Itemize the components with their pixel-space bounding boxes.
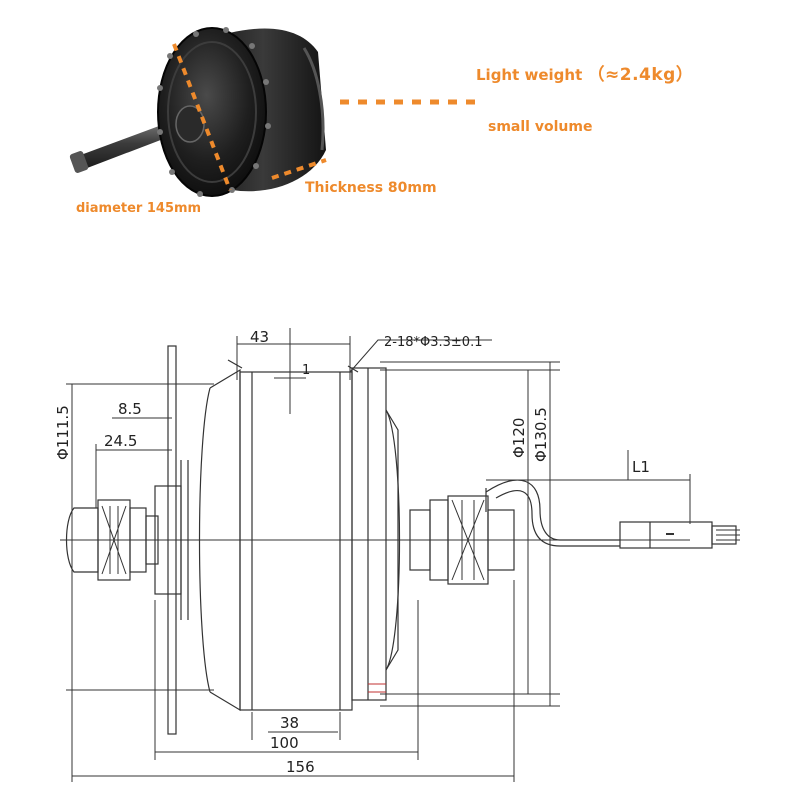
- diameter-label: diameter 145mm: [76, 201, 202, 216]
- dim-1-top: 1: [302, 363, 310, 378]
- dim-l1: L1: [632, 458, 650, 476]
- dim-130-5: Φ130.5: [532, 407, 550, 462]
- small-volume-label: small volume: [488, 119, 593, 135]
- light-weight-value: （≈2.4kg）: [587, 65, 694, 85]
- dim-38: 38: [280, 714, 299, 732]
- technical-drawing: [60, 328, 740, 782]
- brake-disc-plate: [167, 345, 177, 735]
- dim-holes: 2-18*Φ3.3±0.1: [384, 335, 482, 350]
- light-weight-label: Light weight （≈2.4kg）: [476, 60, 693, 85]
- thickness-label: Thickness 80mm: [305, 180, 437, 196]
- dim-111-5: Φ111.5: [54, 405, 72, 460]
- dim-43: 43: [250, 328, 269, 346]
- dim-120: Φ120: [510, 418, 528, 458]
- hub-shell: [239, 371, 353, 711]
- hub-motor-photo: [69, 27, 476, 197]
- dim-24-5: 24.5: [104, 432, 137, 450]
- dim-156: 156: [286, 758, 315, 776]
- light-weight-text: Light weight: [476, 66, 583, 84]
- dim-8-5: 8.5: [118, 400, 142, 418]
- dim-100: 100: [270, 734, 299, 752]
